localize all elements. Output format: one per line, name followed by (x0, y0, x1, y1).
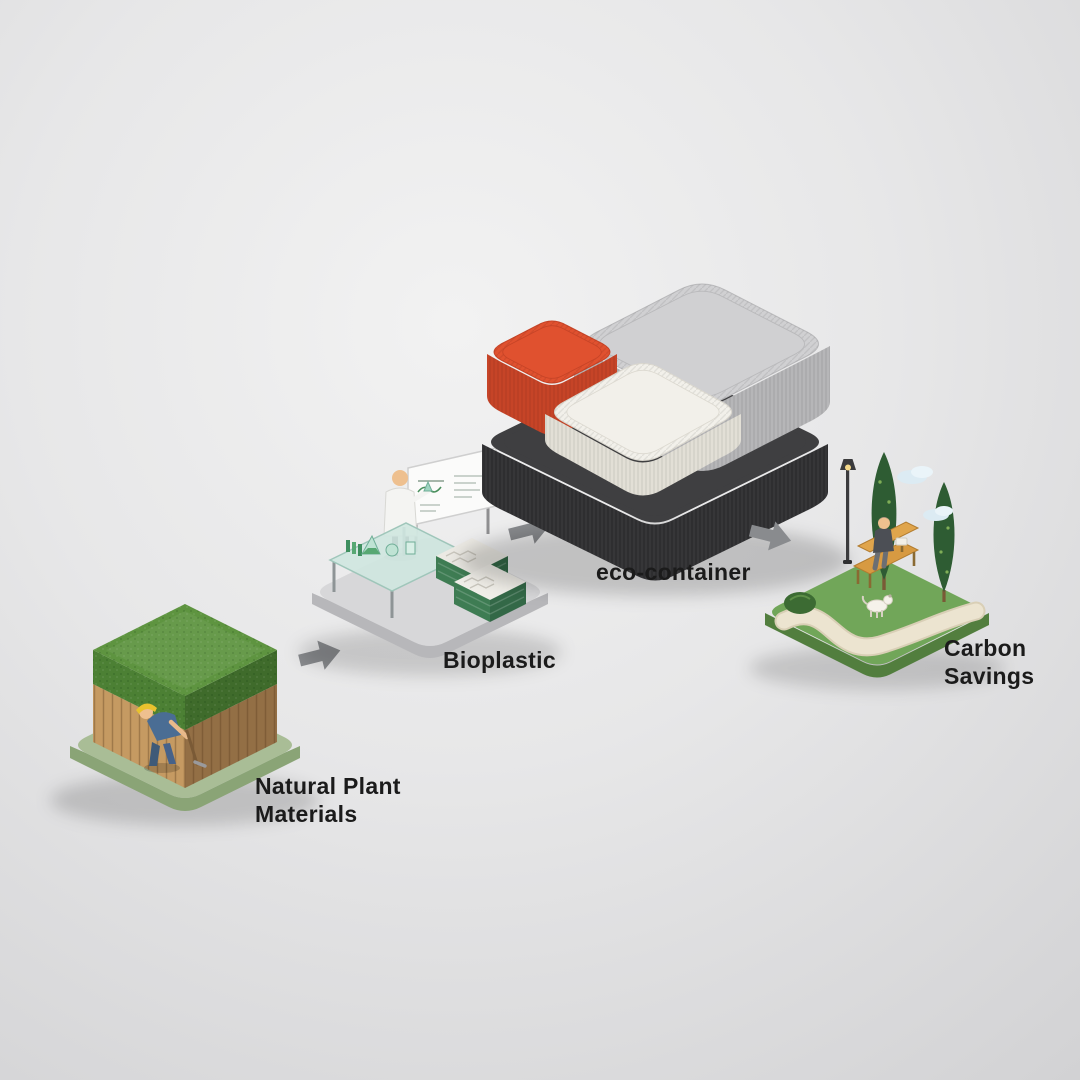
wood-face-right-texture (185, 684, 277, 788)
crate-slats (455, 588, 525, 615)
park-walkway-surface (776, 603, 984, 655)
label-eco-container: eco-container (596, 559, 751, 585)
farmer-tool (185, 729, 199, 766)
farmer-leg-back (149, 742, 160, 766)
park-bench (852, 517, 920, 588)
crate-side-right (490, 582, 526, 622)
white-container-side-ribs (545, 414, 741, 496)
wood-face-left-texture (93, 684, 185, 788)
dog-ear (888, 594, 892, 598)
test-tube (352, 542, 356, 554)
dog (861, 594, 893, 618)
cloud-upper (897, 466, 933, 484)
white-container (545, 363, 741, 496)
test-tube (346, 540, 350, 552)
tray-side-ribs (482, 444, 828, 581)
plant-cube (93, 604, 277, 788)
cloud-shape (911, 466, 933, 478)
lab-glassware (346, 534, 416, 557)
natural-plant-materials-illustration (50, 604, 320, 826)
cloud-shape (935, 506, 953, 516)
person-jacket (873, 527, 894, 553)
label-line: Natural Plant (255, 773, 401, 799)
dog-head (883, 595, 893, 605)
sitting-person (872, 517, 908, 571)
park-bush-highlight (789, 594, 811, 601)
scientist-head (392, 470, 408, 486)
tree-foliage (933, 482, 955, 592)
label-line: Savings (944, 663, 1035, 689)
scientist-arm (410, 488, 431, 503)
erlenmeyer-liquid (362, 548, 380, 554)
dog-legs (870, 610, 883, 618)
farmer-leg-front (163, 743, 176, 764)
eco-container-illustration (460, 283, 850, 596)
conifer-tree-right (933, 482, 955, 602)
label-natural-plant-materials: Natural Plant Materials (255, 772, 401, 828)
carbon-savings-illustration (749, 452, 1005, 690)
stage2-platform-side (312, 593, 548, 658)
label-line: Carbon (944, 635, 1027, 661)
person-head (878, 517, 890, 529)
lamp-pole (846, 470, 850, 562)
farmer-figure (136, 703, 207, 773)
arrow-icon (748, 521, 792, 551)
cloud-lower (923, 506, 953, 521)
lamp-light (845, 464, 851, 471)
test-tube (358, 544, 362, 556)
label-carbon-savings: Carbon Savings (944, 634, 1034, 690)
grass-top-texture (93, 604, 277, 696)
flow-arrow-3 (748, 521, 792, 551)
person-legs (872, 547, 889, 571)
farmer-arm (168, 719, 190, 740)
stage4-platform-side (765, 613, 989, 678)
bench-legs (856, 546, 916, 588)
farmer-hat (136, 703, 157, 714)
round-flask (385, 543, 399, 557)
hedge-band-texture (93, 650, 277, 730)
tree-foliage-speckles (939, 506, 950, 574)
label-line: Materials (255, 801, 358, 827)
crate-side-left (454, 582, 490, 622)
dog-tail (861, 595, 868, 605)
lamp-post (840, 459, 856, 564)
farmer-tool-blade (193, 760, 207, 768)
label-bioplastic: Bioplastic (443, 647, 556, 673)
person-hair (878, 517, 890, 521)
lunch-box (895, 537, 908, 546)
scientist-flask (423, 480, 433, 492)
grass-top-highlight (106, 611, 264, 689)
lamp-base (843, 560, 852, 564)
beaker (405, 541, 416, 555)
farmer-torso (147, 712, 181, 741)
